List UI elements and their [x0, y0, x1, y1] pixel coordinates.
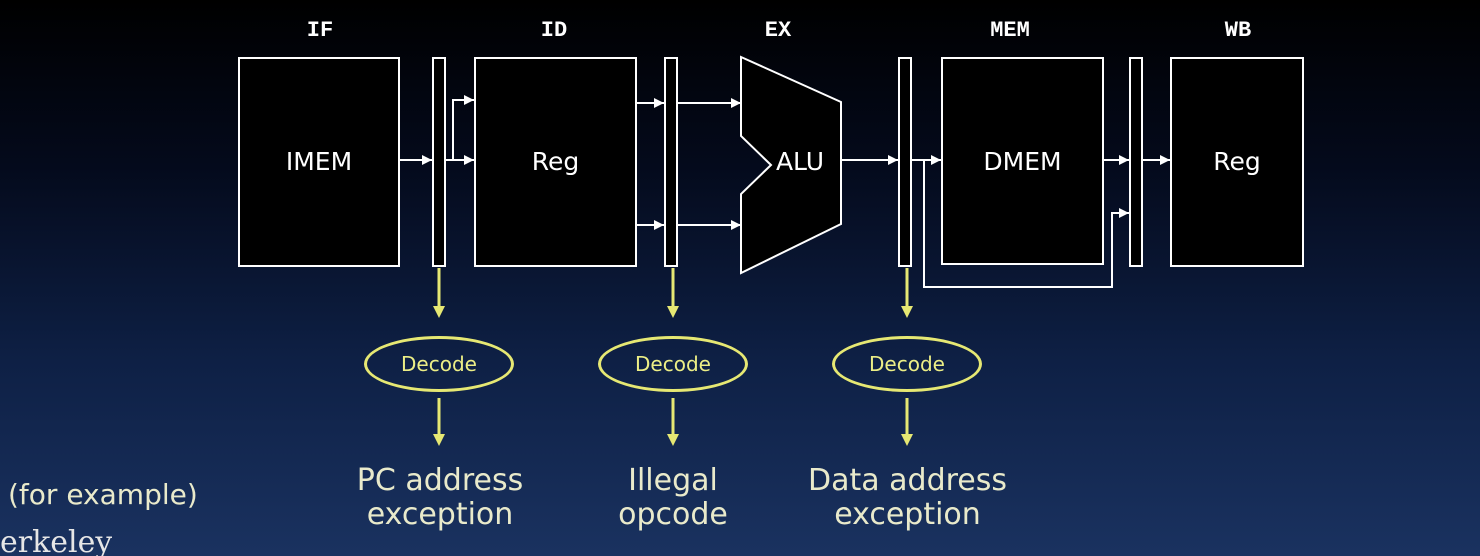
pipeline-register-ex-mem: [898, 57, 912, 267]
pipeline-register-if-id: [432, 57, 446, 267]
reg-write-label: Reg: [1213, 147, 1261, 176]
decode-oval-if: Decode: [364, 336, 514, 392]
reg-read-label: Reg: [531, 147, 580, 176]
stage-label-ex: EX: [764, 18, 792, 43]
pipeline-register-mem-wb: [1129, 57, 1143, 267]
illegal-opcode-label: Illegal opcode: [618, 463, 728, 532]
decode-oval-mem: Decode: [832, 336, 982, 392]
for-example-note: (for example): [8, 478, 198, 511]
dmem-label: DMEM: [983, 147, 1062, 176]
stage-label-id: ID: [540, 18, 568, 43]
stage-label-if: IF: [306, 18, 334, 43]
dmem-box: [941, 57, 1104, 265]
decode-label: Decode: [869, 352, 945, 376]
pipeline-register-id-ex: [664, 57, 678, 267]
decode-label: Decode: [401, 352, 477, 376]
berkeley-logo: erkeley: [0, 528, 113, 556]
reg-write-box: [1170, 57, 1304, 267]
imem-box: [238, 57, 400, 267]
stage-label-wb: WB: [1224, 18, 1252, 43]
decode-label: Decode: [635, 352, 711, 376]
data-address-exception-label: Data address exception: [807, 463, 1008, 532]
imem-label: IMEM: [285, 147, 353, 176]
alu-label: ALU: [775, 147, 825, 176]
alu-shape: [740, 55, 842, 275]
decode-oval-id: Decode: [598, 336, 748, 392]
reg-read-box: [474, 57, 637, 267]
pc-address-exception-label: PC address exception: [356, 463, 524, 532]
stage-label-mem: MEM: [990, 18, 1030, 43]
